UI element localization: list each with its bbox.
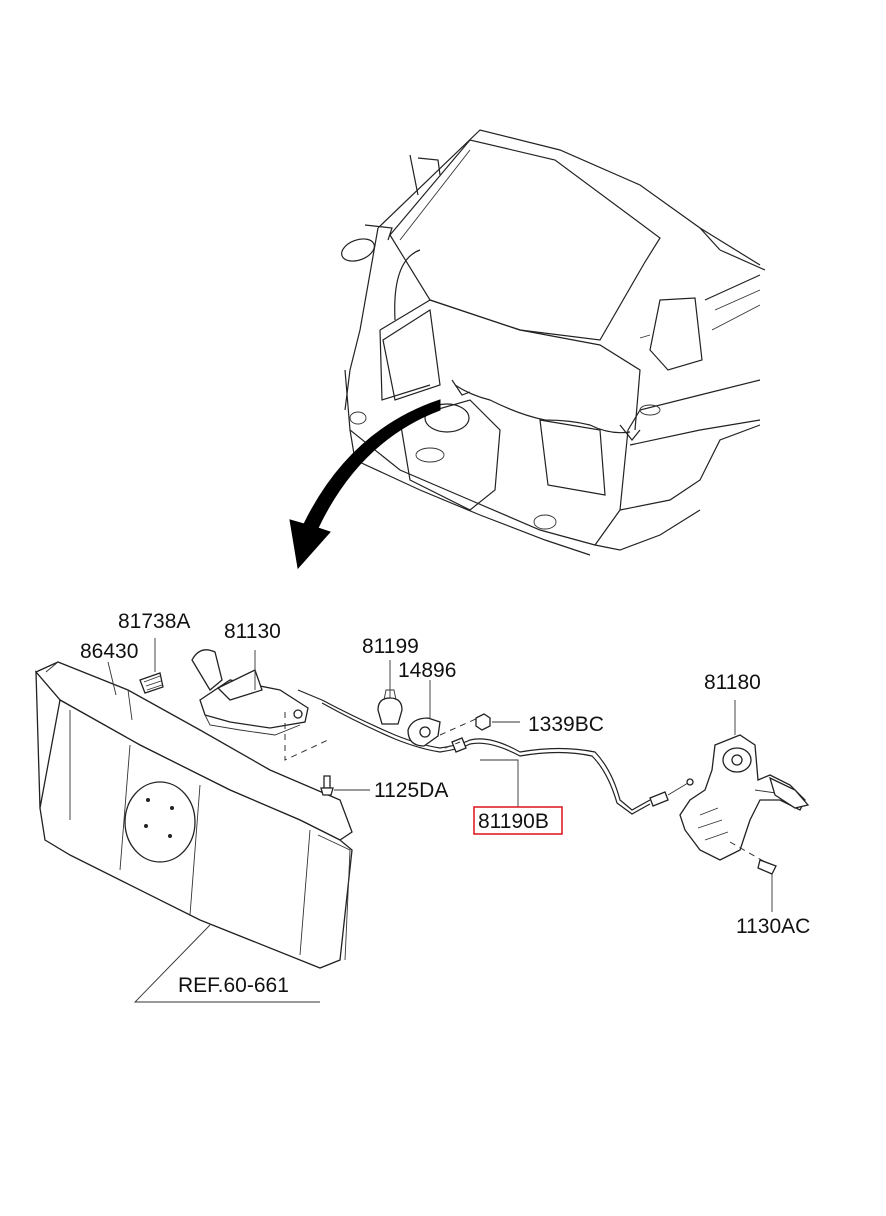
- nut-1339BC: [439, 713, 520, 749]
- bolt-1130AC: [757, 859, 777, 912]
- label-81190B[interactable]: 81190B: [478, 810, 549, 833]
- label-1339BC: 1339BC: [528, 713, 604, 736]
- curved-arrow-icon: [289, 399, 441, 570]
- grille-assembly: [34, 661, 353, 969]
- bolt-1125DA: [320, 775, 370, 796]
- label-ref: REF.60-661: [178, 974, 289, 997]
- leader-86430: [107, 661, 117, 696]
- hood-latch-81130: [191, 649, 329, 761]
- buffer-81738A: [139, 638, 164, 694]
- clip-81199: [377, 660, 403, 725]
- hood-lock-81180: [679, 700, 810, 863]
- leader-ref: [133, 924, 320, 1003]
- label-81180: 81180: [704, 671, 761, 694]
- release-cable-81190B: [297, 689, 694, 815]
- label-86430: 86430: [80, 640, 138, 663]
- vehicle-rear-view: [341, 129, 766, 556]
- label-14896: 14896: [398, 659, 456, 682]
- clamp-14896: [407, 680, 441, 747]
- label-81130: 81130: [224, 620, 281, 643]
- label-1125DA: 1125DA: [374, 779, 448, 802]
- label-1130AC: 1130AC: [736, 915, 810, 938]
- label-81199: 81199: [362, 635, 419, 658]
- label-81738A: 81738A: [118, 610, 190, 633]
- highlight-box-81190B: [473, 806, 563, 835]
